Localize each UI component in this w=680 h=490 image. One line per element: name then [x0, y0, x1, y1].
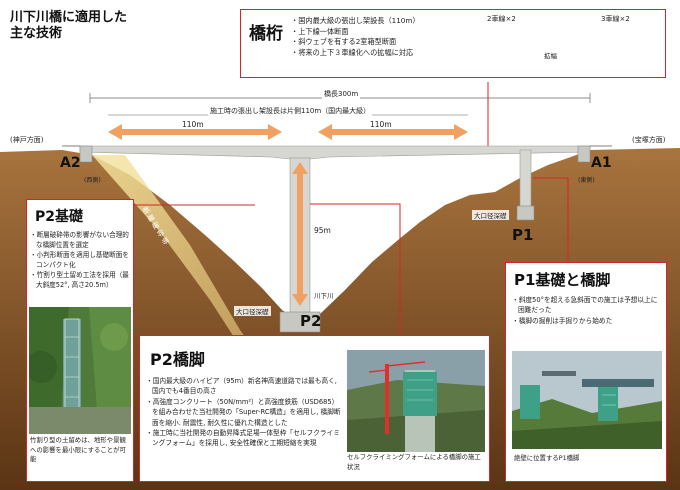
pier-p1-shaft: [519, 149, 532, 211]
abutment-a1-block: [577, 145, 591, 163]
p1-list: 斜度50°を超える急斜面での施工は予想以上に困難だった 橋脚の掘削は手掘りから始…: [512, 295, 664, 326]
p2-foundation-list: 断層破砕帯の影響がない合理的な橋脚位置を選定 小判形断面を適用し基礎断面をコンパ…: [30, 230, 130, 290]
direction-right-label: (宝塚方面): [632, 136, 666, 144]
span-left-arrow: [108, 124, 282, 140]
span-right-label: 110m: [370, 120, 392, 129]
height-arrow: [292, 162, 308, 306]
height-label: 95m: [314, 226, 331, 235]
span-right-arrow: [318, 124, 468, 140]
span-left-label: 110m: [182, 120, 204, 129]
girder-item: 上下線一体断面: [291, 27, 461, 38]
p2-foundation-item: 断層破砕帯の影響がない合理的な橋脚位置を選定: [30, 230, 130, 250]
bridge-deck: [79, 145, 591, 161]
girder-feature-list: 国内最大級の張出し架設長（110m） 上下線一体断面 斜ウェブを有する2室箱型断…: [291, 16, 461, 58]
girder-item: 将来の上下３車線化への拡幅に対応: [291, 48, 461, 59]
widen-label: 拡幅: [544, 52, 557, 60]
self-climbing-form-photo: [347, 350, 485, 452]
p2-caisson-label: 大口径深礎: [234, 306, 271, 316]
abutment-a1-label: A1: [591, 155, 612, 171]
p1-leader: [533, 177, 569, 262]
girder-panel: 橋桁 国内最大級の張出し架設長（110m） 上下線一体断面 斜ウェブを有する2室…: [240, 9, 666, 78]
p2-pier-item: 高強度コンクリート（50N/mm²）と高強度鉄筋（USD685）を組み合わせた当…: [146, 397, 342, 428]
earth-retaining-photo: [29, 307, 131, 434]
girder-item: 斜ウェブを有する2室箱型断面: [291, 37, 461, 48]
p2-pier-leader: [310, 203, 401, 335]
main-title: 川下川橋に適用した 主な技術: [10, 10, 128, 41]
p2-foundation-panel: P2基礎 断層破砕帯の影響がない合理的な橋脚位置を選定 小判形断面を適用し基礎断…: [26, 199, 134, 482]
abutment-a1-side: (東側): [578, 177, 595, 184]
p2-pier-heading: P2橋脚: [150, 350, 205, 369]
p1-caisson-label: 大口径深礎: [472, 210, 509, 220]
p1-panel: P1基礎と橋脚 斜度50°を超える急斜面での施工は予想以上に困難だった 橋脚の掘…: [505, 262, 667, 482]
bridge-length-label: 橋長300m: [322, 89, 361, 99]
fault-zone-band: [92, 155, 262, 362]
girder-heading: 橋桁: [249, 24, 283, 44]
abutment-a2-side: (西側): [84, 177, 101, 184]
direction-left-label: (神戸方面): [10, 136, 44, 144]
p2-foundation-item: 竹割り型土留め工法を採用（最大斜度52°, 高さ20.5m）: [30, 270, 130, 290]
p2-pier-list: 国内最大級のハイピア（95m）新名神高速道路では最も高く, 国内でも4番目の高さ…: [146, 376, 342, 449]
pier-p2-footing: [279, 311, 321, 333]
p1-photo-caption: 絶壁に位置するP1橋脚: [514, 454, 580, 462]
section-before-label: 2車線×2: [487, 15, 516, 23]
girder-item: 国内最大級の張出し架設長（110m）: [291, 16, 461, 27]
p2-foundation-heading: P2基礎: [35, 209, 84, 225]
p2-pier-photo-caption: セルフクライミングフォームによる橋脚の施工状況: [347, 453, 481, 471]
p2-foundation-photo-caption: 竹割り型の土留めは、地形や景観への影響を最小限にすることが可能: [30, 436, 126, 463]
abutment-a2-label: A2: [60, 155, 81, 171]
pier-p1-footing: [516, 205, 535, 221]
p1-heading: P1基礎と橋脚: [514, 271, 611, 289]
p1-pier-photo: [512, 351, 662, 449]
p2-foundation-item: 小判形断面を適用し基礎断面をコンパクト化: [30, 250, 130, 270]
pier-p1-label: P1: [512, 226, 534, 244]
p2-pier-panel: P2橋脚 国内最大級のハイピア（95m）新名神高速道路では最も高く, 国内でも4…: [139, 335, 490, 482]
cantilever-note: 施工時の張出し架設長は片側110m（国内最大級）: [208, 106, 373, 116]
p2-pier-item: 国内最大級のハイピア（95m）新名神高速道路では最も高く, 国内でも4番目の高さ: [146, 376, 342, 397]
p1-item: 橋脚の掘削は手掘りから始めた: [512, 316, 664, 326]
section-after-label: 3車線×2: [601, 15, 630, 23]
abutment-a2-block: [79, 145, 93, 163]
p2-pier-item: 施工時に当社開発の自動昇降式足場一体型枠「セルフクライミングフォーム」を採用し,…: [146, 428, 342, 449]
p1-item: 斜度50°を超える急斜面での施工は予想以上に困難だった: [512, 295, 664, 316]
river-label: 川下川: [314, 292, 334, 300]
pier-p2-label: P2: [300, 312, 322, 330]
